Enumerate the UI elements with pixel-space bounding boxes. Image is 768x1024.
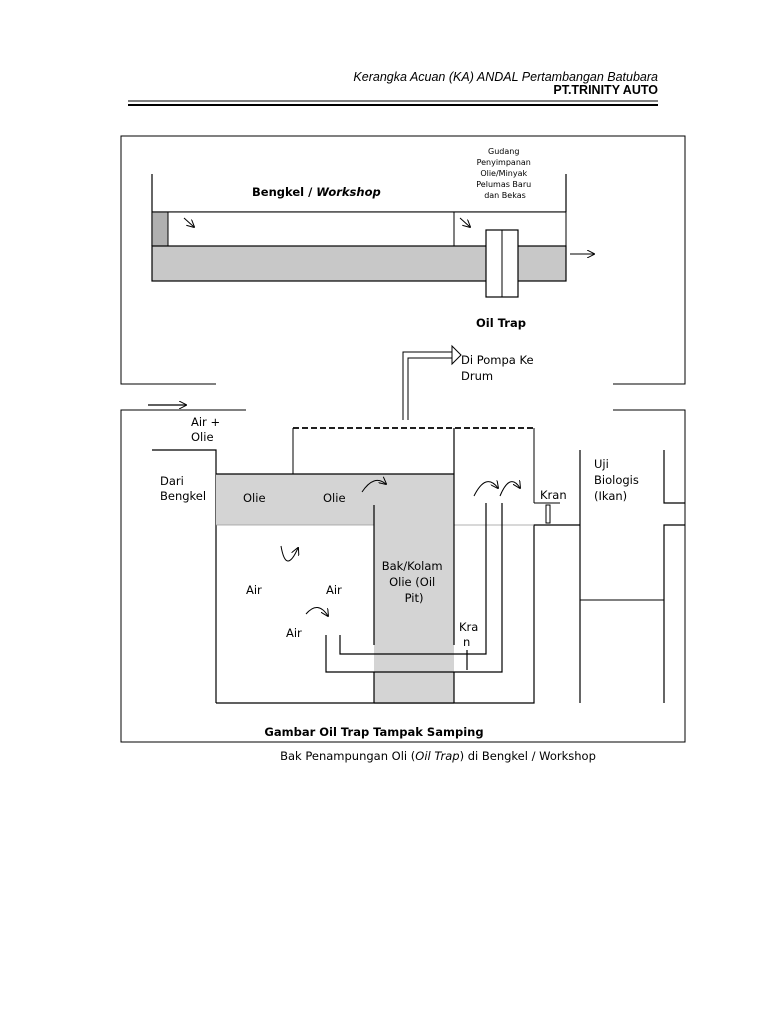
oil-trap-label: Oil Trap [476,316,526,330]
pump-arrow-icon [451,344,462,366]
oil-pit-label: Bak/Kolam Olie (Oil Pit) [382,559,447,605]
figure-caption: Bak Penampungan Oli (Oil Trap) di Bengke… [280,749,596,763]
water-label-1: Air [246,583,262,597]
pump-pipe [402,351,452,420]
internal-pipe-2 [325,503,503,673]
tank-bottom [216,524,580,704]
water-label-2: Air [326,583,342,597]
flow-arrow-icon [183,217,194,227]
company-name: PT.TRINITY AUTO [553,83,658,97]
oil-pit-fill [374,474,454,704]
internal-pipe-1 [339,503,487,655]
tap-label-1: Kran [540,488,567,502]
tap-valve-1 [545,504,551,524]
flow-arrow-icon [459,217,470,227]
channel-inlet [151,211,169,247]
flow-arrow-icon [499,482,520,497]
tap-label-2: Kra n [459,620,482,649]
bio-tank-right-wall [663,450,685,703]
inflow-label: Air + Olie [191,415,224,444]
inlet-pipe [152,449,217,703]
flow-arrow-icon [280,545,298,562]
flow-arrow-icon [305,607,328,616]
figure-title: Gambar Oil Trap Tampak Samping [264,725,483,739]
bio-test-label: Uji Biologis (Ikan) [594,457,643,503]
side-view: Air + Olie Dari Bengkel Olie Olie Air Ai [120,405,686,743]
storage-label: Gudang Penyimpanan Olie/Minyak Pelumas B… [476,147,533,200]
top-frame [120,135,686,385]
oil-label-1: Olie [243,491,266,505]
source-label: Dari Bengkel [160,474,206,503]
flow-arrow-icon [361,480,386,493]
side-frame [120,409,686,743]
document-title: Kerangka Acuan (KA) ANDAL Pertambangan B… [353,70,658,84]
water-label-3: Air [286,626,302,640]
top-view: Bengkel / Workshop Gudang Penyimpanan Ol… [120,135,686,420]
oil-label-2: Olie [323,491,346,505]
oil-layer [216,474,374,525]
flow-arrow-icon [473,482,498,497]
workshop-label: Bengkel / Workshop [252,185,381,199]
channel-upper [167,211,455,247]
pump-label: Di Pompa Ke Drum [461,353,537,383]
